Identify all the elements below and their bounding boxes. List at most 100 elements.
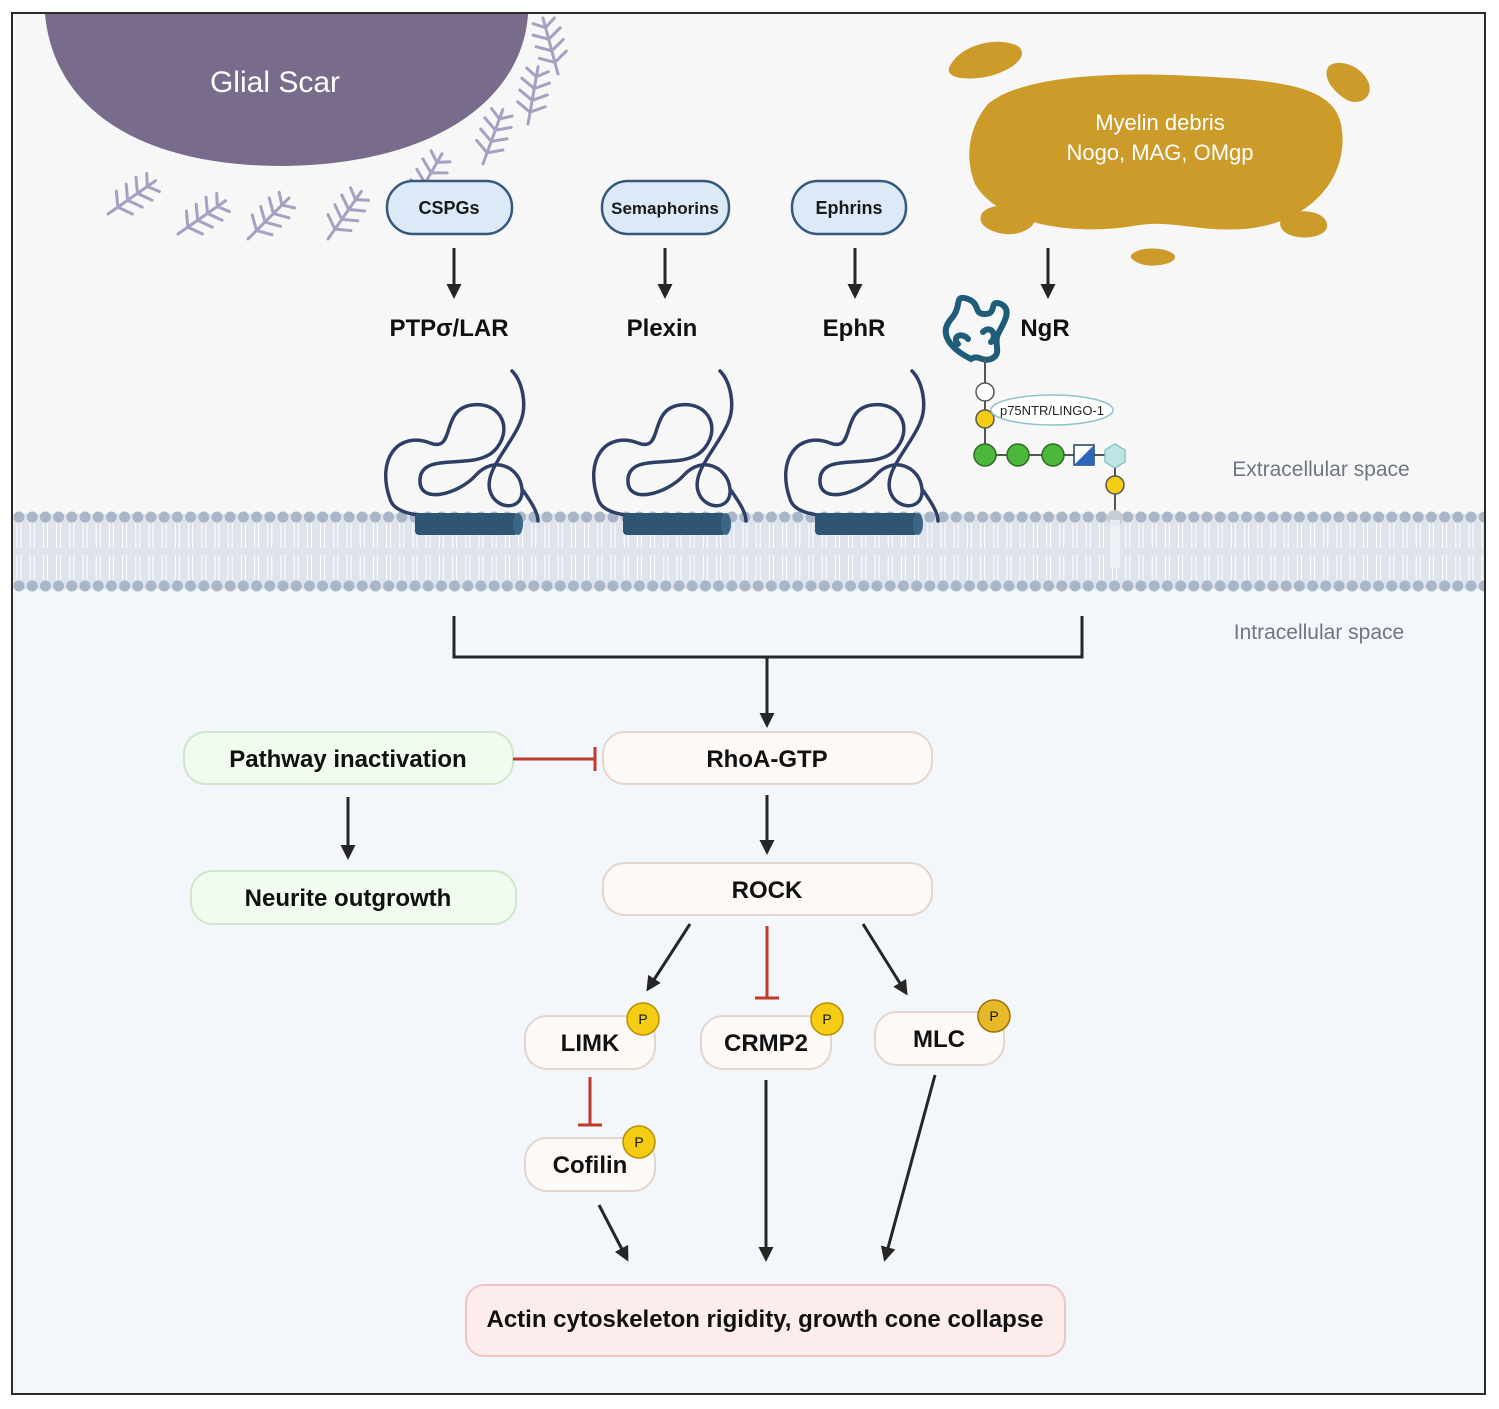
lipid-head-inner bbox=[251, 580, 263, 592]
lipid-tail bbox=[742, 523, 748, 580]
lipid-tail bbox=[1046, 523, 1052, 580]
lipid-head-inner bbox=[171, 580, 183, 592]
node-neurite-label: Neurite outgrowth bbox=[245, 885, 452, 912]
lipid-head-outer bbox=[1373, 511, 1385, 523]
lipid-head-inner bbox=[818, 580, 830, 592]
lipid-head-inner bbox=[185, 580, 197, 592]
receptor-plexin-label: Plexin bbox=[627, 315, 698, 342]
lipid-tail bbox=[702, 523, 708, 580]
myelin-debris: Myelin debris Nogo, MAG, OMgp bbox=[948, 41, 1370, 266]
lipid-tail bbox=[848, 523, 854, 580]
lipid-head-outer bbox=[66, 511, 78, 523]
lipid-head-outer bbox=[567, 511, 579, 523]
lipid-head-outer bbox=[26, 511, 38, 523]
crmp2-phospho-icon bbox=[810, 1002, 844, 1036]
lipid-tail bbox=[42, 523, 48, 580]
node-neurite: Neurite outgrowth bbox=[190, 870, 517, 925]
receptor-ephr-protein bbox=[783, 369, 940, 537]
lipid-head-inner bbox=[1003, 580, 1015, 592]
lipid-head-inner bbox=[66, 580, 78, 592]
lipid-head-outer bbox=[277, 511, 289, 523]
lipid-head-inner bbox=[528, 580, 540, 592]
lipid-head-outer bbox=[1465, 511, 1477, 523]
lipid-tail bbox=[795, 523, 801, 580]
lipid-head-inner bbox=[264, 580, 276, 592]
lipid-tail bbox=[966, 523, 972, 580]
lipid-head-inner bbox=[739, 580, 751, 592]
lipid-head-outer bbox=[937, 511, 949, 523]
node-limk-label: LIMK bbox=[561, 1030, 620, 1057]
lipid-tail bbox=[1230, 523, 1236, 580]
lipid-tail bbox=[1006, 523, 1012, 580]
node-inactivation: Pathway inactivation bbox=[183, 731, 514, 785]
lipid-head-outer bbox=[1452, 511, 1464, 523]
lipid-tail bbox=[1204, 523, 1210, 580]
lipid-head-outer bbox=[1399, 511, 1411, 523]
lipid-head-outer bbox=[1188, 511, 1200, 523]
lipid-tail bbox=[1217, 523, 1223, 580]
cell-membrane bbox=[13, 511, 1484, 592]
lipid-head-inner bbox=[1425, 580, 1437, 592]
convergence-bracket bbox=[452, 616, 1084, 728]
lipid-head-outer bbox=[1069, 511, 1081, 523]
lipid-head-inner bbox=[330, 580, 342, 592]
lipid-tail bbox=[993, 523, 999, 580]
lipid-tail bbox=[108, 523, 114, 580]
lipid-tail bbox=[386, 523, 392, 580]
lipid-head-inner bbox=[1188, 580, 1200, 592]
lipid-head-outer bbox=[383, 511, 395, 523]
lipid-tail bbox=[650, 523, 656, 580]
lipid-head-inner bbox=[1069, 580, 1081, 592]
lipid-tail bbox=[504, 523, 510, 580]
lipid-head-inner bbox=[501, 580, 513, 592]
lipid-head-inner bbox=[1478, 580, 1484, 592]
lipid-head-outer bbox=[1254, 511, 1266, 523]
lipid-head-inner bbox=[79, 580, 91, 592]
mlc-phospho-icon bbox=[977, 999, 1011, 1033]
lipid-head-inner bbox=[1201, 580, 1213, 592]
lipid-head-outer bbox=[765, 511, 777, 523]
lipid-tail bbox=[56, 523, 62, 580]
lipid-head-inner bbox=[950, 580, 962, 592]
arrow-cofilin-actin bbox=[597, 1204, 629, 1262]
lipid-head-inner bbox=[1254, 580, 1266, 592]
lipid-head-outer bbox=[396, 511, 408, 523]
lipid-head-outer bbox=[541, 511, 553, 523]
lipid-head-outer bbox=[171, 511, 183, 523]
lipid-head-outer bbox=[13, 511, 25, 523]
lipid-head-outer bbox=[1135, 511, 1147, 523]
lipid-head-inner bbox=[686, 580, 698, 592]
node-inactivation-label: Pathway inactivation bbox=[229, 746, 466, 773]
lipid-head-outer bbox=[1122, 511, 1134, 523]
lipid-head-inner bbox=[158, 580, 170, 592]
lipid-tail bbox=[1191, 523, 1197, 580]
lipid-tail bbox=[82, 523, 88, 580]
lipid-head-outer bbox=[1293, 511, 1305, 523]
lipid-tail bbox=[1389, 523, 1395, 580]
lipid-tail bbox=[1336, 523, 1342, 580]
lipid-head-inner bbox=[1016, 580, 1028, 592]
node-cofilin-label: Cofilin bbox=[553, 1152, 628, 1179]
lipid-head-inner bbox=[475, 580, 487, 592]
lipid-head-inner bbox=[53, 580, 65, 592]
lipid-tail bbox=[372, 523, 378, 580]
lipid-head-inner bbox=[290, 580, 302, 592]
glial-scar-shape bbox=[45, 14, 528, 166]
ligand-semaphorins-label: Semaphorins bbox=[611, 199, 719, 218]
lipid-tail bbox=[1178, 523, 1184, 580]
lipid-head-inner bbox=[13, 580, 25, 592]
lipid-head-inner bbox=[1439, 580, 1451, 592]
lipid-head-inner bbox=[699, 580, 711, 592]
lipid-tail bbox=[1164, 523, 1170, 580]
cofilin-phospho-label: P bbox=[634, 1134, 643, 1150]
lipid-head-outer bbox=[924, 511, 936, 523]
lipid-head-inner bbox=[145, 580, 157, 592]
lipid-tail bbox=[267, 523, 273, 580]
lipid-tail bbox=[1428, 523, 1434, 580]
limk-phospho-icon bbox=[626, 1002, 660, 1036]
lipid-head-inner bbox=[1320, 580, 1332, 592]
lipid-tail bbox=[135, 523, 141, 580]
myelin-label-line1: Myelin debris bbox=[1095, 110, 1225, 135]
arrow-rock-limk bbox=[646, 923, 692, 992]
lipid-head-outer bbox=[79, 511, 91, 523]
